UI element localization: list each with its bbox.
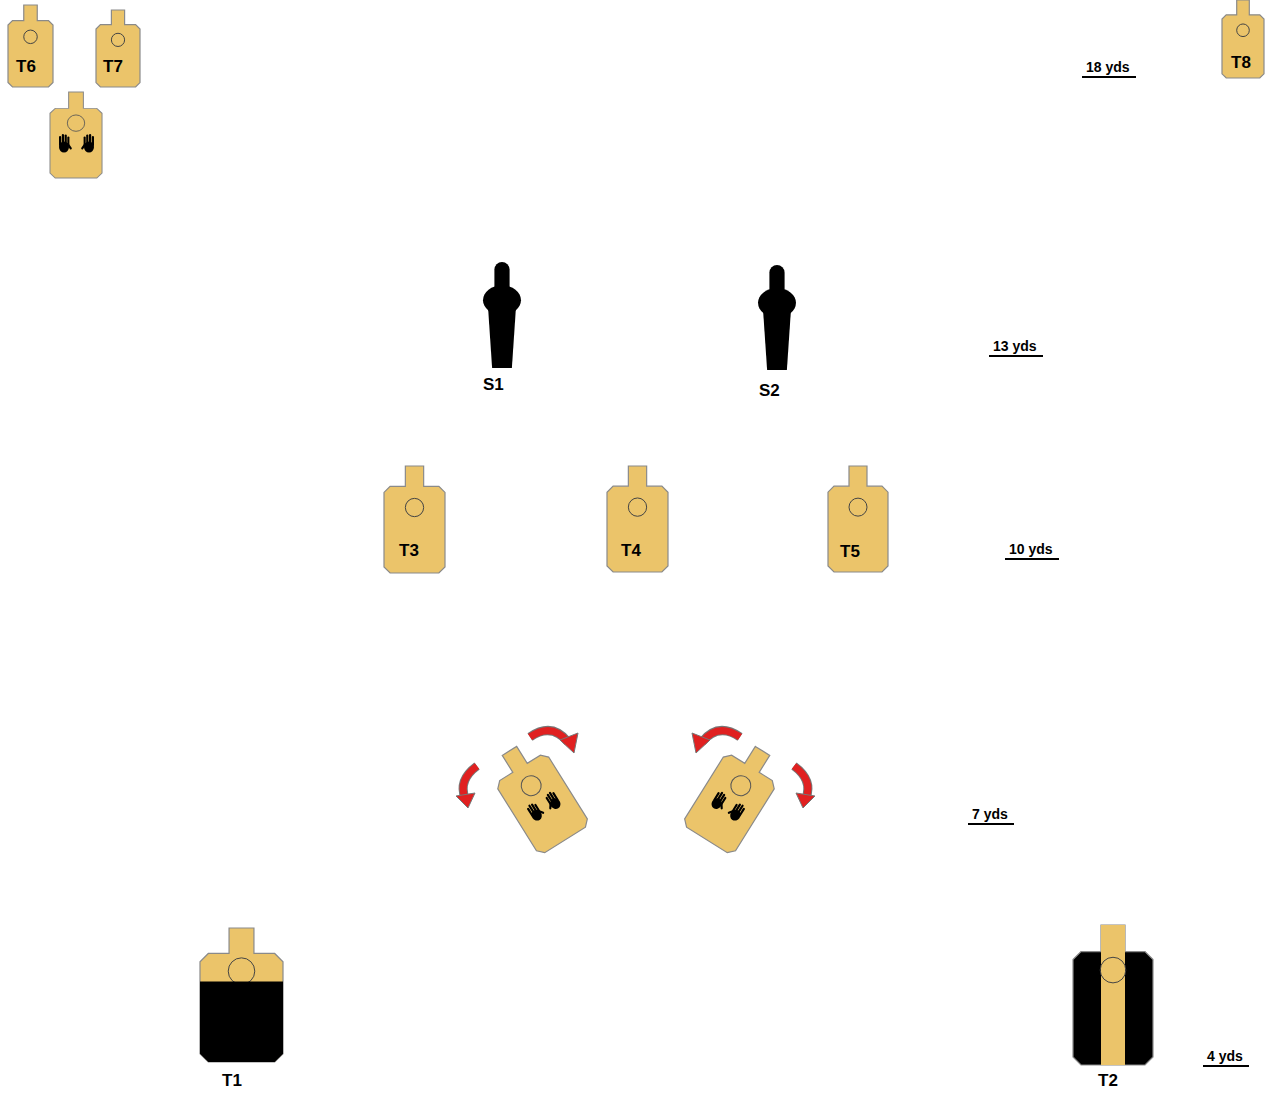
swinger-target (484, 735, 591, 856)
swinger-target (681, 735, 788, 856)
a-zone-circle (405, 498, 423, 516)
a-zone-circle (1237, 24, 1250, 37)
shoot-target: T3 (384, 466, 445, 573)
target-outline (1073, 925, 1153, 1065)
distance-label: 13 yds (989, 338, 1043, 357)
target-label: T1 (222, 1071, 242, 1091)
target-shape (483, 262, 521, 368)
shoot-target: T8 (1222, 0, 1264, 78)
distance-label: 7 yds (968, 806, 1014, 825)
target-shape (758, 265, 796, 370)
hard-cover-gap (1101, 925, 1125, 1065)
shoot-target: T5 (828, 466, 888, 572)
a-zone-circle (849, 498, 867, 516)
target-shape (1073, 925, 1153, 1065)
target-label: T8 (1231, 53, 1251, 73)
target-label: T5 (840, 542, 860, 562)
target-label: T3 (399, 541, 419, 561)
shoot-target: T4 (607, 466, 668, 572)
no-shoot-hands-target (50, 92, 102, 178)
target-outline (384, 466, 445, 573)
no-shoot-target: S1 (483, 262, 521, 368)
target-label: T2 (1098, 1071, 1118, 1091)
a-zone-circle (1100, 957, 1126, 983)
target-label: T6 (16, 57, 36, 77)
distance-label: 10 yds (1005, 541, 1059, 560)
target-outline (828, 466, 888, 572)
target-outline (96, 10, 140, 87)
no-shoot-target: S2 (758, 265, 796, 370)
distance-label: 4 yds (1203, 1048, 1249, 1067)
target-label: T7 (103, 57, 123, 77)
shoot-target: T1 (200, 928, 283, 1062)
no-shoot-silhouette (483, 262, 521, 368)
target-shape (200, 928, 283, 1062)
a-zone-circle (228, 958, 255, 985)
a-zone-circle (111, 33, 124, 46)
target-outline (607, 466, 668, 572)
shoot-target: T2 (1073, 925, 1153, 1065)
target-label: T4 (621, 541, 641, 561)
hard-cover (200, 982, 283, 1062)
target-outline (8, 5, 53, 87)
a-zone-circle (24, 30, 38, 44)
distance-label: 18 yds (1082, 59, 1136, 78)
target-outline (200, 928, 283, 1062)
no-shoot-silhouette (758, 265, 796, 370)
target-label: S1 (483, 375, 504, 395)
shoot-target: T6 (8, 5, 53, 87)
shoot-target: T7 (96, 10, 140, 87)
target-label: S2 (759, 381, 780, 401)
target-outline (1222, 0, 1264, 78)
a-zone-circle (628, 498, 646, 516)
rotation-arrows (456, 731, 815, 808)
